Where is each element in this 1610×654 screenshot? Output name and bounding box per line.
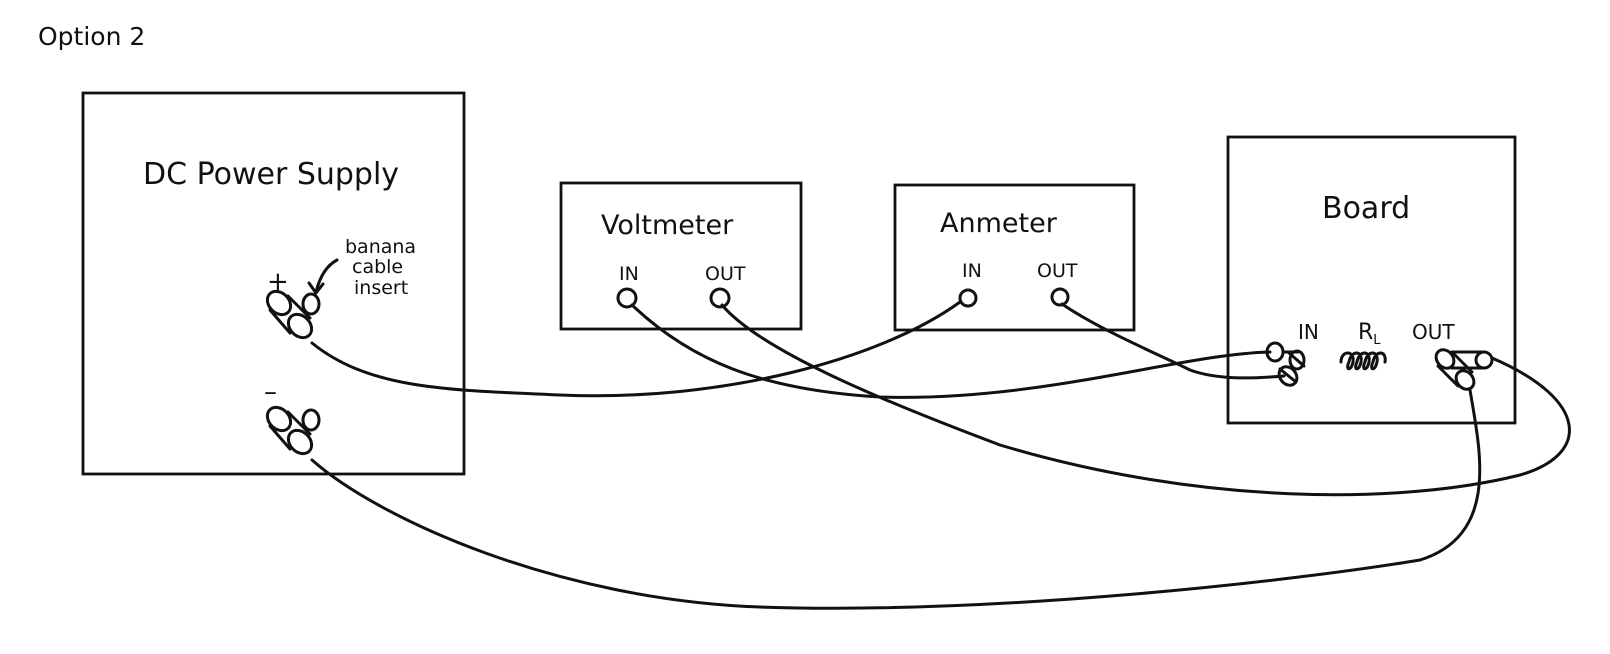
diagram-title: Option 2 [38, 22, 145, 51]
wire-voltmeter-in-to-board-in [630, 303, 1272, 399]
ammeter-label: Anmeter [940, 208, 1058, 239]
board-out-label: OUT [1412, 320, 1455, 344]
negative-terminal-label: – [264, 377, 277, 407]
board-in-plug [1265, 341, 1306, 387]
voltmeter-box [559, 181, 803, 331]
ammeter-box [893, 183, 1136, 332]
ammeter-out-terminal [1050, 287, 1070, 307]
power-supply-label: DC Power Supply [143, 157, 399, 192]
annotation-arrowhead [307, 281, 325, 295]
ammeter-out-label: OUT [1037, 260, 1078, 282]
board-in-label: IN [1298, 320, 1319, 344]
board-label: Board [1322, 191, 1410, 226]
wire-supply-plus-to-ammeter-in [310, 300, 962, 398]
annotation-line-2: cable [352, 256, 403, 278]
voltmeter-out-label: OUT [705, 263, 746, 285]
negative-banana-jack [265, 405, 321, 456]
positive-terminal-label: + [267, 267, 289, 297]
annotation-line-1: banana [345, 236, 416, 258]
voltmeter-in-terminal [616, 287, 638, 309]
board: Board IN RL OUT [1226, 135, 1517, 425]
voltmeter-out-terminal [709, 287, 731, 309]
ammeter-in-terminal [958, 288, 978, 308]
resistor-coil [1339, 351, 1387, 371]
board-out-plug [1434, 348, 1494, 391]
voltmeter-in-label: IN [619, 263, 639, 285]
board-box [1226, 135, 1517, 425]
ammeter-in-label: IN [962, 260, 982, 282]
wire-supply-minus-to-board-out [310, 388, 1482, 610]
annotation-arrow [314, 258, 339, 294]
dc-power-supply: DC Power Supply + – banana cable insert [81, 91, 466, 476]
power-supply-box [81, 91, 466, 476]
voltmeter: Voltmeter IN OUT [559, 181, 803, 331]
ammeter: Anmeter IN OUT [893, 183, 1136, 332]
annotation-line-3: insert [354, 277, 408, 299]
voltmeter-label: Voltmeter [601, 210, 734, 241]
wire-voltmeter-out-to-board-out [720, 303, 1571, 497]
board-resistor-label: RL [1358, 320, 1381, 348]
positive-banana-jack [265, 289, 321, 340]
wire-ammeter-out-to-board-in [1060, 302, 1286, 380]
